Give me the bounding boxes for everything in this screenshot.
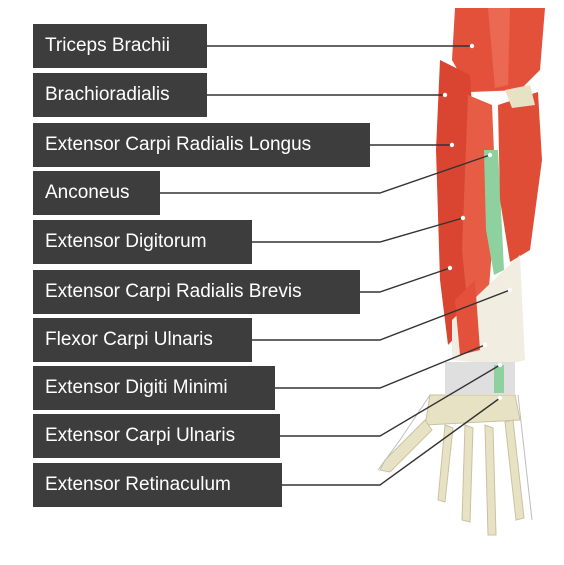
- leader-er: [282, 397, 501, 486]
- leader-ed: [252, 217, 464, 243]
- elbow-bone: [505, 85, 535, 108]
- label-anconeus: Anconeus: [33, 171, 160, 215]
- upper-arm-shade: [488, 8, 510, 88]
- label-extensor-carpi-ulnaris: Extensor Carpi Ulnaris: [33, 414, 280, 458]
- ecrb-lower: [455, 280, 480, 355]
- hand-bones: [379, 394, 525, 536]
- retinaculum-green: [494, 365, 504, 393]
- label-brachioradialis: Brachioradialis: [33, 73, 207, 117]
- label-extensor-retinaculum: Extensor Retinaculum: [33, 463, 282, 507]
- leader-ecu: [280, 364, 501, 437]
- medial-muscles: [498, 92, 542, 262]
- label-extensor-digiti-minimi: Extensor Digiti Minimi: [33, 366, 275, 410]
- leader-anconeus: [160, 154, 491, 194]
- label-triceps-brachii: Triceps Brachii: [33, 24, 207, 68]
- label-flexor-carpi-ulnaris: Flexor Carpi Ulnaris: [33, 318, 252, 362]
- anconeus-muscle: [484, 150, 504, 275]
- leader-ecrb: [360, 267, 451, 293]
- label-extensor-carpi-radialis-brevis: Extensor Carpi Radialis Brevis: [33, 270, 360, 314]
- label-extensor-carpi-radialis-longus: Extensor Carpi Radialis Longus: [33, 123, 370, 167]
- label-extensor-digitorum: Extensor Digitorum: [33, 220, 252, 264]
- leader-fcu: [252, 289, 511, 341]
- hand-outline: [377, 394, 533, 521]
- leader-edm: [275, 344, 486, 389]
